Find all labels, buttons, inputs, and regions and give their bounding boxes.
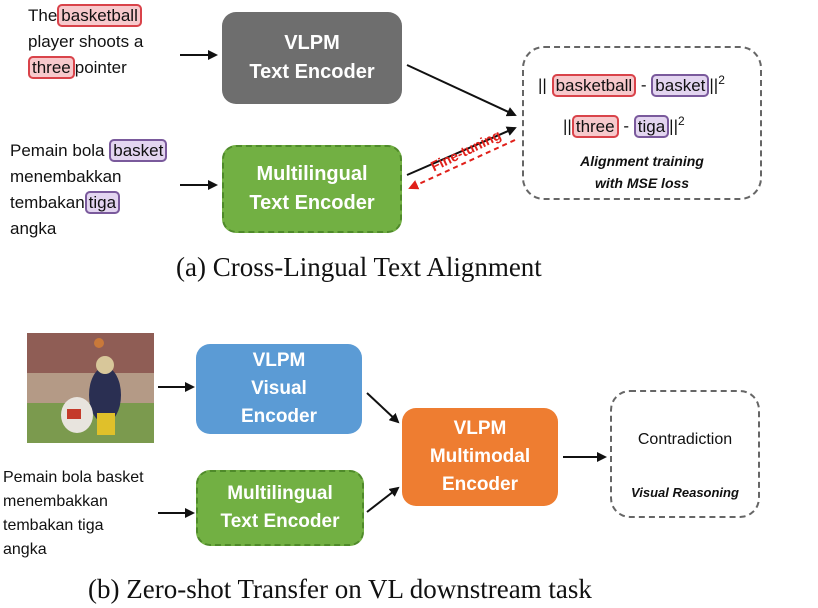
vlpm-visual-encoder: VLPM Visual Encoder: [196, 344, 362, 434]
caption-a: (a) Cross-Lingual Text Alignment: [176, 252, 542, 282]
highlight-basketball: basketball: [57, 4, 142, 27]
loss-row-1: || basketball - basket||2: [538, 67, 725, 99]
loss-term-three: three: [571, 114, 619, 138]
loss-term-basketball: basketball: [551, 73, 637, 97]
norm-bars: ||: [563, 116, 572, 136]
indo-word: tembakan: [10, 193, 85, 212]
minus-sign: -: [623, 116, 629, 136]
indo-line-2: menembakkan: [10, 167, 122, 186]
indo-b-line-2: menembakkan: [3, 493, 108, 510]
loss-label-line1: Alignment training: [580, 153, 704, 169]
vlpm-multimodal-line2: Multimodal: [429, 446, 531, 467]
indo-word: Pemain bola: [10, 141, 105, 160]
vlpm-visual-line2: Visual: [251, 378, 307, 399]
indo-line-4: angka: [10, 219, 57, 238]
arrow-multilingual-to-loss: [406, 126, 517, 176]
norm-bars: ||: [669, 116, 678, 136]
multilingual-text-encoder-b: Multilingual Text Encoder: [196, 470, 364, 546]
vlpm-multimodal-line3: Encoder: [441, 474, 519, 495]
indo-b-line-4: angka: [3, 541, 47, 558]
loss-label-line2: with MSE loss: [594, 175, 690, 191]
multilingual-b-line1: Multilingual: [227, 483, 333, 504]
vlpm-text-encoder: VLPM Text Encoder: [222, 12, 402, 104]
english-line-2: player shoots a: [28, 32, 144, 51]
indonesian-sentence-b: Pemain bola basket menembakkan tembakan …: [3, 466, 173, 562]
norm-bars: ||: [709, 75, 719, 95]
loss-row-2: ||three - tiga||2: [563, 108, 685, 140]
indo-line-1: Pemain bola basket: [10, 138, 190, 164]
indo-b-line-1: Pemain bola basket: [3, 469, 144, 486]
highlight-tiga: tiga: [84, 191, 121, 214]
loss-label: Alignment training with MSE loss: [522, 150, 762, 194]
norm-bars: ||: [538, 75, 547, 95]
indo-b-line-3: tembakan tiga: [3, 517, 104, 534]
multilingual-text-encoder-a: Multilingual Text Encoder: [222, 145, 402, 233]
basketball-photo: [27, 333, 154, 443]
highlight-three: three: [28, 56, 75, 79]
task-label: Visual Reasoning: [631, 485, 739, 500]
minus-sign: -: [640, 75, 647, 95]
vlpm-multimodal-line1: VLPM: [453, 418, 507, 439]
caption-b: (b) Zero-shot Transfer on VL downstream …: [88, 574, 592, 604]
exponent: 2: [678, 114, 685, 128]
highlight-basket: basket: [109, 139, 168, 162]
loss-term-tiga: tiga: [633, 114, 670, 138]
multilingual-line1: Multilingual: [256, 163, 368, 185]
vlpm-text-encoder-line1: VLPM: [284, 32, 340, 54]
arrow-vlpm-to-loss: [406, 64, 517, 117]
basketball-photo-image: [27, 333, 154, 443]
arrow-fine-tuning: [408, 139, 516, 190]
vlpm-text-encoder-line2: Text Encoder: [249, 61, 375, 83]
multilingual-line2: Text Encoder: [249, 192, 375, 214]
output-box: [610, 390, 760, 518]
exponent: 2: [718, 73, 725, 87]
vlpm-visual-line3: Encoder: [240, 406, 318, 427]
vlpm-visual-line1: VLPM: [252, 350, 306, 371]
loss-term-basket: basket: [651, 73, 710, 97]
english-word: The: [28, 6, 58, 25]
multilingual-b-line2: Text Encoder: [220, 511, 340, 532]
arrow-visual-to-multimodal: [366, 392, 400, 424]
vlpm-multimodal-encoder: VLPM Multimodal Encoder: [402, 408, 558, 506]
prediction-label: Contradiction: [637, 431, 733, 448]
arrow-multilingual-to-multimodal: [366, 486, 400, 513]
english-word: pointer: [74, 58, 127, 77]
